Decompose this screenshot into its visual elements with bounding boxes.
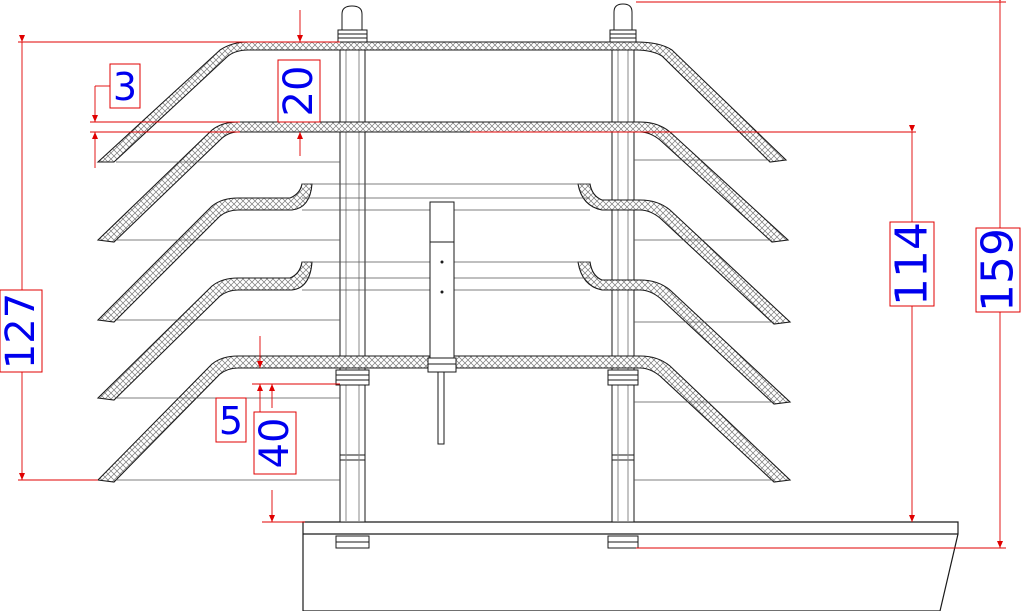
lower-nuts [335, 369, 639, 549]
top-cap-nuts [337, 3, 637, 43]
dimension-label-boxes [0, 59, 1021, 475]
dimension-20: 20 [276, 66, 322, 117]
dimension-lines [18, 0, 1006, 549]
left-support-rod [339, 29, 366, 523]
dimension-114: 114 [887, 222, 938, 306]
dimension-3: 3 [113, 65, 137, 109]
dimension-159: 159 [973, 228, 1024, 312]
dimension-40: 40 [252, 418, 298, 469]
shield-plate-top [96, 41, 788, 163]
dimension-127: 127 [0, 293, 44, 369]
dimension-5: 5 [219, 399, 243, 443]
shield-plate-2 [96, 121, 790, 243]
shield-plate-bottom [96, 355, 792, 483]
right-support-rod [611, 29, 635, 523]
base-plate [302, 521, 959, 611]
sensor-probe [427, 201, 457, 445]
